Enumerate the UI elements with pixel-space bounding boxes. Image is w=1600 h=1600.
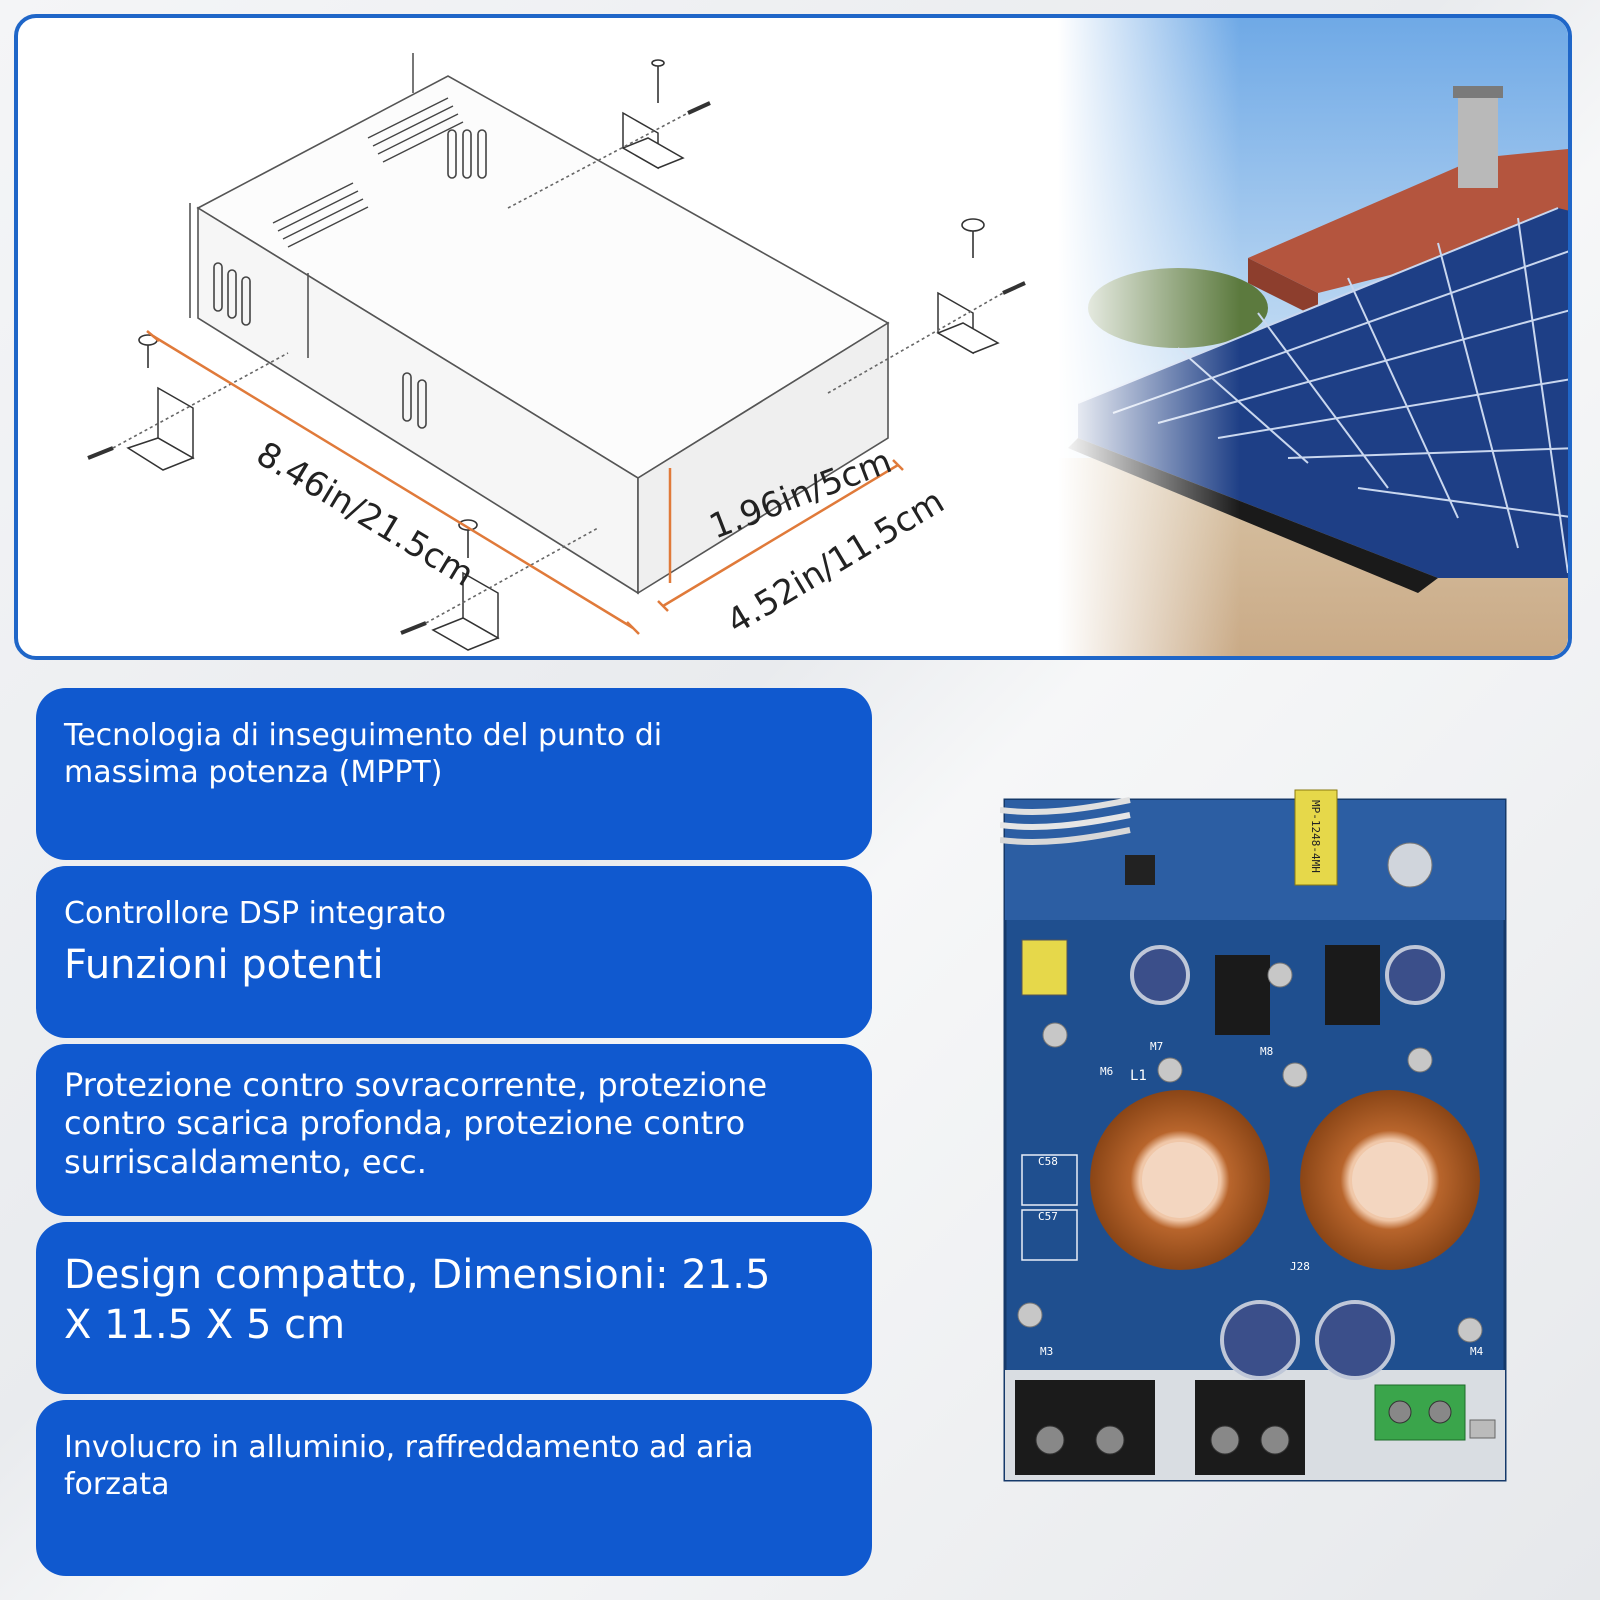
feature-text: Protezione contro sovracorrente, protezi… — [64, 1066, 768, 1181]
feature-text: Involucro in alluminio, raffreddamento a… — [64, 1430, 754, 1502]
pcb-label-transformer: MP-1248-4MH — [1309, 800, 1322, 873]
feature-card-dsp: Controllore DSP integrato Funzioni poten… — [36, 866, 872, 1038]
pcb-label-m7: M7 — [1150, 1040, 1163, 1053]
feature-card-compact-design: Design compatto, Dimensioni: 21.5 X 11.5… — [36, 1222, 872, 1394]
feature-text: Design compatto, Dimensioni: 21.5 X 11.5… — [64, 1252, 771, 1348]
pcb-label-m3: M3 — [1040, 1345, 1053, 1358]
pcb-label-m8: M8 — [1260, 1045, 1273, 1058]
feature-card-aluminum-enclosure: Involucro in alluminio, raffreddamento a… — [36, 1400, 872, 1576]
feature-line2: Funzioni potenti — [64, 941, 384, 988]
solar-panel-roof-photo — [1058, 18, 1568, 656]
enclosure-dimension-diagram — [87, 53, 1026, 651]
top-image-panel: 8.46in/21.5cm 1.96in/5cm 4.52in/11.5cm — [14, 14, 1572, 660]
pcb-label-c58: C58 — [1038, 1155, 1058, 1168]
pcb-label-l1: L1 — [1130, 1068, 1147, 1084]
pcb-label-m4: M4 — [1470, 1345, 1484, 1358]
controller-circuit-board-photo: MP-1248-4MH L1 M6 M7 M8 C58 C57 J28 M3 M… — [1000, 789, 1507, 1482]
pcb-label-m6: M6 — [1100, 1065, 1113, 1078]
pcb-label-c57: C57 — [1038, 1210, 1058, 1223]
feature-text: Tecnologia di inseguimento del punto di … — [64, 718, 663, 790]
pcb-label-j28: J28 — [1290, 1260, 1310, 1273]
feature-line1: Controllore DSP integrato — [64, 896, 447, 931]
feature-card-mppt: Tecnologia di inseguimento del punto di … — [36, 688, 872, 860]
feature-card-protection: Protezione contro sovracorrente, protezi… — [36, 1044, 872, 1216]
